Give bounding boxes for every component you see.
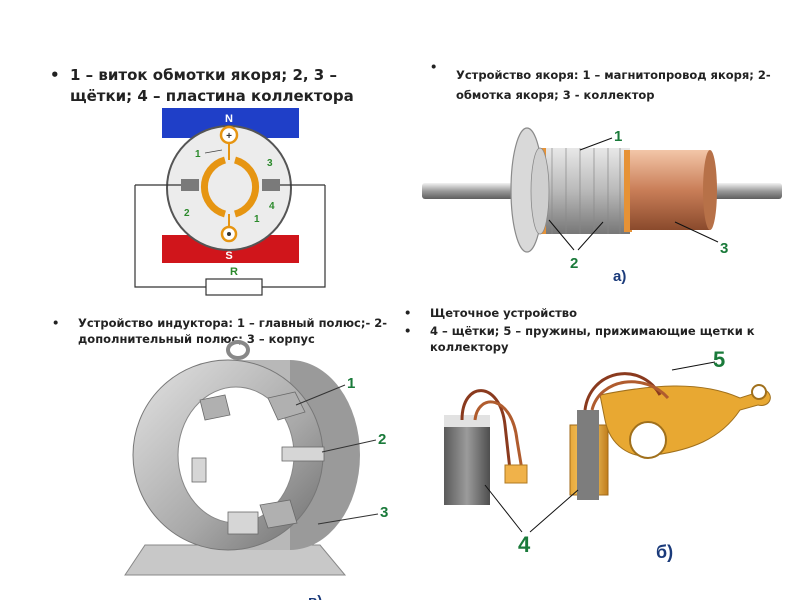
brush-top — [444, 415, 490, 427]
resistor-label: R — [230, 266, 238, 278]
main-poles — [199, 391, 306, 529]
leader-3 — [317, 513, 379, 525]
caption-brush-group: • Щеточное устройство • 4 – щётки; 5 – п… — [404, 305, 780, 355]
brush-block — [444, 415, 490, 505]
label-4: 4 — [269, 201, 275, 212]
leader-1 — [579, 137, 613, 151]
inductor-label-1: 1 — [347, 375, 355, 392]
brush-right — [262, 179, 280, 191]
holder-brush — [577, 410, 599, 500]
north-label: N — [225, 113, 233, 125]
caption-row: • Щеточное устройство — [404, 305, 780, 321]
core-face — [530, 147, 550, 235]
inductor-label-2: 2 — [378, 431, 386, 448]
plus-sign: + — [226, 131, 232, 142]
leader-2 — [321, 439, 377, 453]
arm-hole — [751, 384, 767, 400]
leader-1 — [295, 384, 346, 406]
south-label: S — [225, 250, 232, 262]
commutator-end — [703, 150, 717, 230]
arm-clamp — [629, 421, 667, 459]
bullet: • — [404, 324, 412, 338]
inductor-figure-label: в) — [308, 593, 322, 600]
leader-4 — [484, 484, 523, 533]
armature-illustration: 1 2 3 а) — [422, 127, 782, 285]
bullet: • — [52, 316, 60, 330]
auxiliary-poles — [191, 446, 325, 535]
brush-label-5: 5 — [713, 347, 725, 372]
armature-label-3: 3 — [720, 240, 728, 257]
caption-row: • 4 – щётки; 5 – пружины, прижимающие ще… — [404, 323, 780, 355]
caption-inductor-device: • Устройство индуктора: 1 – главный полю… — [52, 315, 408, 347]
caption-brush-device: Щеточное устройство — [430, 306, 577, 320]
label-3: 3 — [267, 158, 273, 169]
resistor — [205, 278, 263, 296]
caption-text: Устройство якоря: 1 – магнитопровод якор… — [456, 68, 771, 102]
caption-brush-parts: 4 – щётки; 5 – пружины, прижимающие щетк… — [430, 324, 755, 354]
caption-text: 1 – виток обмотки якоря; 2, 3 – щётки; 4… — [70, 66, 354, 105]
commutator-segment-left — [200, 156, 227, 218]
turn-dot — [227, 232, 231, 236]
commutator — [630, 150, 710, 230]
armature-figure-label: а) — [613, 268, 626, 285]
commutator-segment-right — [233, 156, 260, 218]
inductor-label-3: 3 — [380, 504, 388, 521]
caption-armature-device: • Устройство якоря: 1 – магнитопровод як… — [430, 60, 786, 105]
brush-left — [181, 179, 199, 191]
holder-arm — [599, 385, 771, 457]
bullet: • — [50, 66, 60, 84]
inductor-illustration: 1 2 3 в) — [124, 340, 388, 600]
lifting-eye — [226, 340, 250, 360]
dc-machine-schematic: N S R + 1 2 3 4 1 — [134, 108, 326, 296]
bullet: • — [430, 60, 438, 74]
brush-lead — [473, 400, 524, 471]
bullet: • — [404, 306, 412, 320]
core-laminations — [551, 148, 621, 234]
armature-core — [540, 148, 630, 234]
holder-lead — [590, 380, 670, 411]
label-1: 1 — [195, 149, 201, 160]
brush-figure-label: б) — [656, 542, 673, 562]
armature-label-1: 1 — [614, 128, 622, 145]
leader-5 — [671, 361, 716, 371]
armature-label-2: 2 — [570, 255, 578, 272]
terminal-lug — [504, 464, 528, 484]
caption-text: Устройство индуктора: 1 – главный полюс;… — [78, 316, 388, 346]
brush-label-4: 4 — [518, 532, 531, 557]
label-2: 2 — [184, 208, 190, 219]
leader-3 — [674, 221, 719, 243]
leader — [204, 149, 223, 154]
label-1b: 1 — [254, 214, 260, 225]
leader-2b — [577, 221, 604, 251]
leader-4b — [529, 489, 579, 533]
caption-armature-turn: • 1 – виток обмотки якоря; 2, 3 – щётки;… — [50, 65, 400, 107]
mounting-foot — [124, 544, 347, 576]
leader-2 — [548, 219, 575, 251]
brush-device-illustration: 5 4 б) — [444, 347, 771, 562]
brush-lead — [460, 389, 512, 471]
